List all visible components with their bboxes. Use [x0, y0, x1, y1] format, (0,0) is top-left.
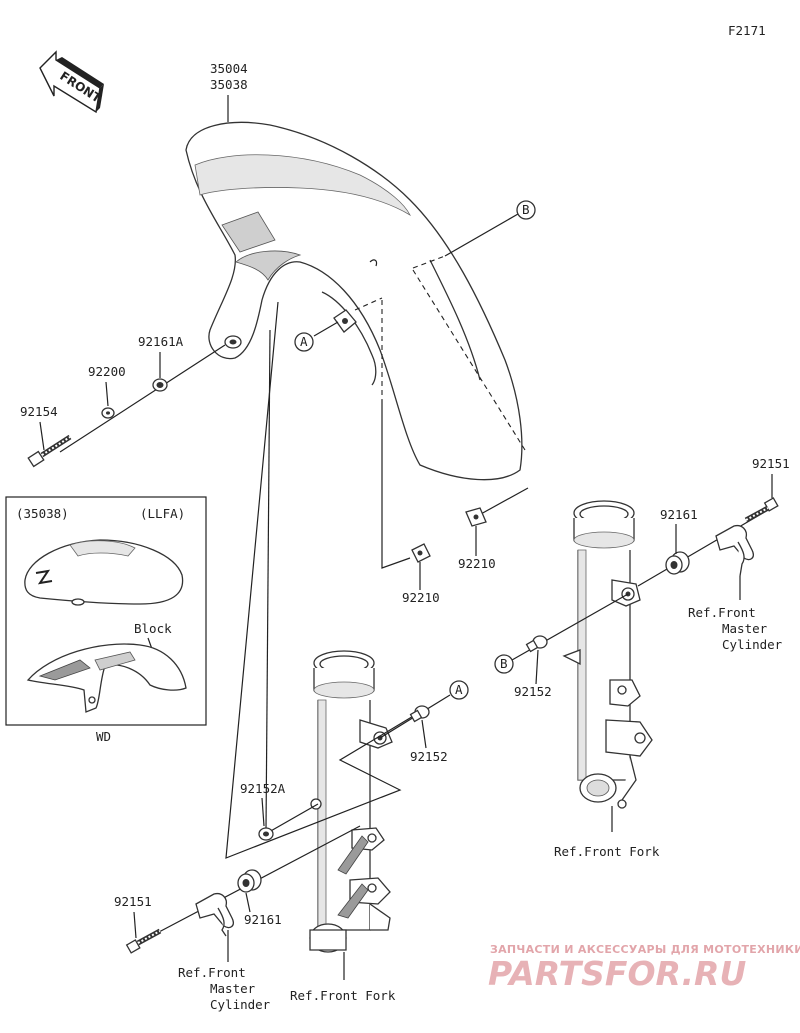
- callout-a-fender-label: A: [300, 334, 308, 349]
- inset-block-label: Block: [134, 621, 172, 636]
- part-number-92152-right: 92152: [514, 684, 552, 699]
- bolt-axis-line: [59, 344, 226, 453]
- bolt-92152-left: [409, 705, 430, 723]
- callout-a-fender: [294, 332, 314, 352]
- bolt-92151-right: [744, 497, 779, 523]
- left-front-fork: [309, 650, 393, 953]
- washer-92200: [101, 407, 115, 419]
- part-number-92210-left: 92210: [402, 590, 440, 605]
- part-number-92154: 92154: [20, 404, 58, 419]
- part-number-92210-right: 92210: [458, 556, 496, 571]
- bolt-92152-right: [525, 635, 548, 653]
- clamp-right: [715, 524, 754, 577]
- collar-92161-right: [665, 551, 690, 575]
- figure-id: F2171: [728, 23, 766, 38]
- leader-line: [225, 301, 421, 859]
- part-number-35004: 35004: [210, 61, 248, 76]
- callout-b-bolt: [494, 654, 514, 674]
- front-fender: [185, 121, 523, 481]
- watermark-tagline: ЗАПЧАСТИ И АКСЕССУАРЫ ДЛЯ МОТОТЕХНИКИ: [490, 943, 800, 956]
- callout-b-bolt-label: B: [500, 656, 508, 671]
- collar-92161-left: [237, 869, 262, 893]
- callout-b-fender: [516, 200, 536, 220]
- bolt-92154: [27, 434, 72, 468]
- fender-dashed-line: [354, 297, 383, 311]
- clamp-left: [195, 892, 234, 937]
- ref-left-fork: Ref.Front Fork: [290, 988, 396, 1003]
- leader-line: [381, 400, 411, 569]
- ref-left-cylinder-3: Cylinder: [210, 997, 271, 1012]
- callout-a-bolt: [449, 680, 469, 700]
- ref-right-cylinder-1: Ref.Front: [688, 605, 756, 620]
- part-number-92161-right: 92161: [660, 507, 698, 522]
- leader-line: [265, 329, 271, 831]
- nut-92210-right: [465, 507, 487, 527]
- inset-code-right: (LLFA): [140, 506, 185, 521]
- collar-92161A: [152, 378, 168, 392]
- nut-92210-left: [411, 543, 431, 563]
- part-number-92161-left: 92161: [244, 912, 282, 927]
- part-number-92161A: 92161A: [138, 334, 184, 349]
- right-front-fork: [562, 500, 653, 809]
- part-number-92151-right: 92151: [752, 456, 790, 471]
- inset-code-left: (35038): [16, 506, 69, 521]
- ref-left-cylinder-2: Master: [210, 981, 256, 996]
- ref-left-cylinder-1: Ref.Front: [178, 965, 246, 980]
- front-arrow-icon: FRONT: [39, 50, 104, 114]
- watermark-brand: PARTSFOR.RU: [488, 954, 746, 993]
- inset-fender-side-view: [26, 643, 187, 713]
- nut-92152A: [258, 827, 274, 841]
- part-number-92200: 92200: [88, 364, 126, 379]
- part-number-92152A: 92152A: [240, 781, 286, 796]
- part-number-35038: 35038: [210, 77, 248, 92]
- logo-icon: [35, 569, 53, 585]
- part-number-92152-left: 92152: [410, 749, 448, 764]
- ref-right-cylinder-2: Master: [722, 621, 768, 636]
- inset-fender-top-view: [24, 539, 184, 606]
- bolt-92151-left: [125, 928, 162, 954]
- ref-right-cylinder-3: Cylinder: [722, 637, 783, 652]
- bolt-axis-line: [637, 509, 769, 587]
- inset-caption: WD: [96, 729, 111, 744]
- part-number-92151-left: 92151: [114, 894, 152, 909]
- ref-right-fork: Ref.Front Fork: [554, 844, 660, 859]
- inset-box: [5, 496, 207, 726]
- callout-a-bolt-label: A: [455, 682, 463, 697]
- callout-b-fender-label: B: [522, 202, 530, 217]
- fender-dashed-line: [412, 255, 446, 269]
